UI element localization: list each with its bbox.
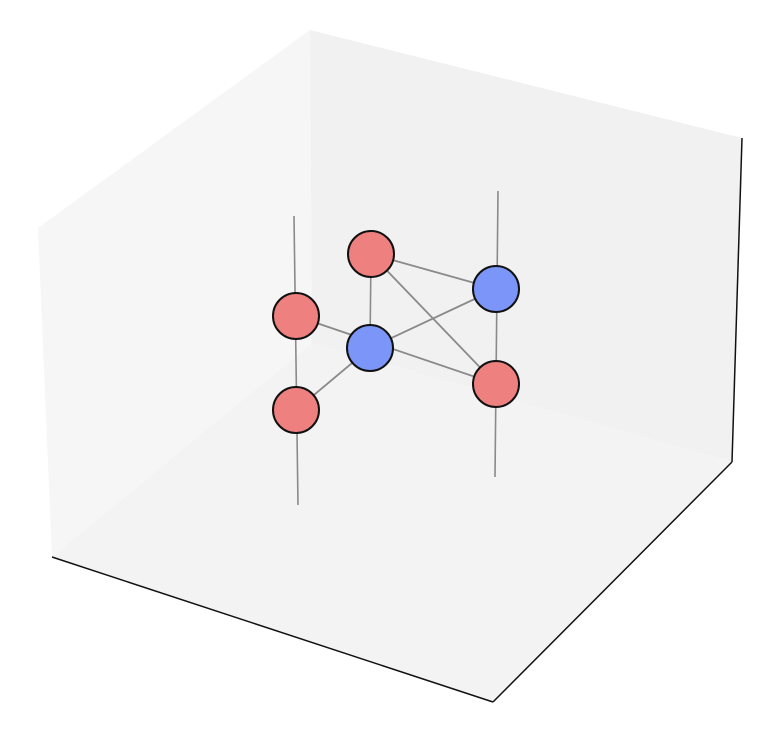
vertical-stem-left: [293, 215, 299, 506]
node-blue-n4: [472, 265, 520, 313]
z-axis-line: [731, 137, 743, 463]
y-axis-line: [492, 461, 733, 703]
node-blue-n2: [346, 324, 394, 372]
x-axis-line: [51, 556, 494, 703]
vertical-stem-right: [494, 190, 499, 478]
graph-nodes: [272, 230, 520, 434]
node-red-n3: [347, 230, 395, 278]
node-red-n6: [272, 292, 320, 340]
node-red-n1: [272, 386, 320, 434]
left-wall-pane: [38, 30, 312, 557]
edge-n3-n5: [370, 253, 497, 385]
edge-n5-n6: [295, 315, 497, 385]
node-red-n5: [472, 360, 520, 408]
back-wall-pane: [310, 30, 742, 462]
